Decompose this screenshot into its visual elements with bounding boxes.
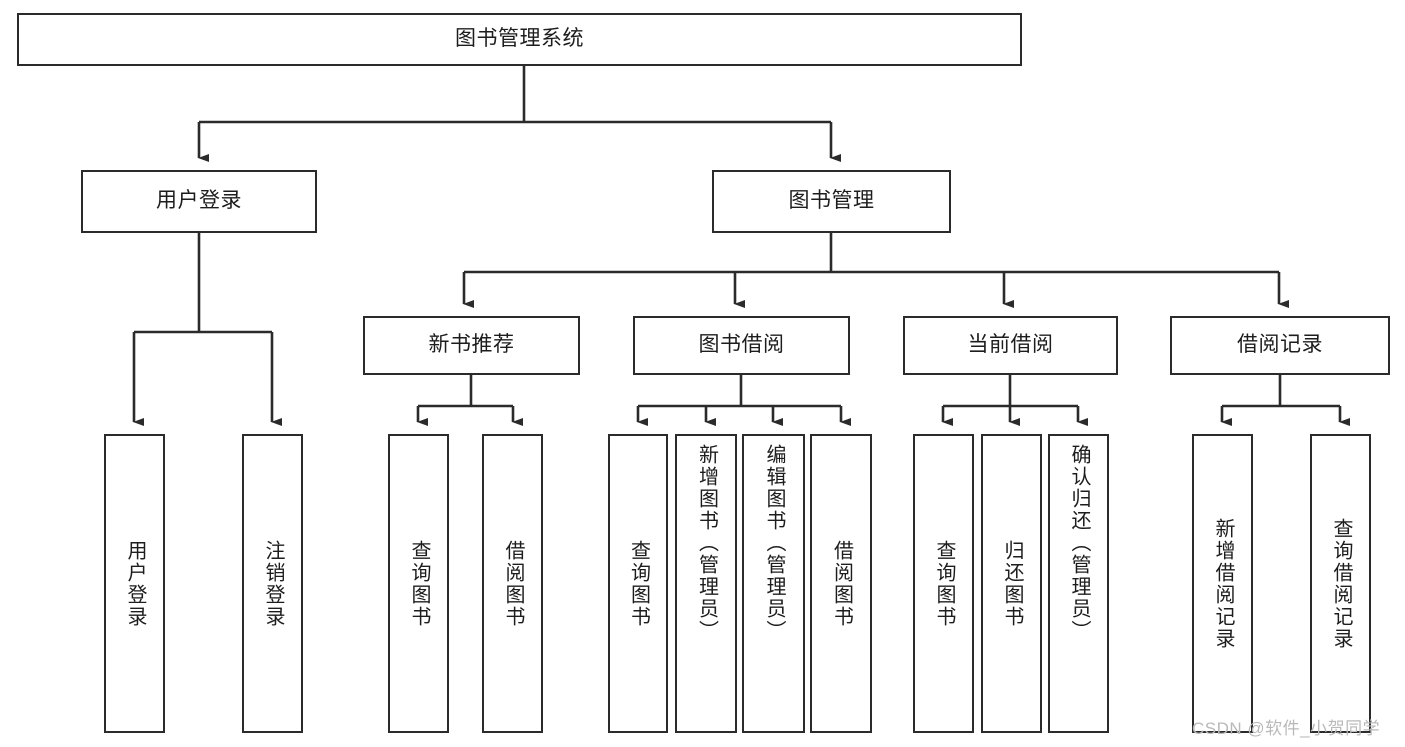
watermark: CSDN @软件_小贺同学	[1192, 719, 1381, 738]
node-new-book-recommend[interactable]: 新书推荐	[363, 316, 580, 375]
leaf-query-book-3[interactable]: 查询图书	[913, 434, 974, 733]
leaf-edit-book[interactable]: 编辑图书（管理员）	[742, 434, 805, 733]
node-new-book-recommend-label: 新书推荐	[428, 333, 515, 357]
leaf-confirm-return-label: 确认归还（管理员）	[1068, 444, 1090, 642]
node-book-borrow[interactable]: 图书借阅	[633, 316, 850, 375]
node-user-login-label: 用户登录	[156, 189, 242, 213]
node-book-manage[interactable]: 图书管理	[712, 170, 951, 233]
leaf-return-book[interactable]: 归还图书	[981, 434, 1042, 733]
leaf-logout[interactable]: 注销登录	[242, 434, 303, 733]
leaf-add-record[interactable]: 新增借阅记录	[1192, 434, 1253, 733]
leaf-query-book-3-label: 查询图书	[933, 539, 955, 628]
leaf-confirm-return[interactable]: 确认归还（管理员）	[1048, 434, 1109, 733]
node-borrow-record[interactable]: 借阅记录	[1170, 316, 1390, 375]
node-current-borrow-label: 当前借阅	[967, 333, 1054, 357]
leaf-return-book-label: 归还图书	[1001, 539, 1023, 628]
leaf-query-book-2[interactable]: 查询图书	[608, 434, 668, 733]
leaf-query-book-1[interactable]: 查询图书	[388, 434, 449, 733]
node-current-borrow[interactable]: 当前借阅	[903, 316, 1118, 375]
node-book-borrow-label: 图书借阅	[698, 333, 785, 357]
node-user-login[interactable]: 用户登录	[81, 170, 317, 233]
leaf-query-record-label: 查询借阅记录	[1330, 517, 1352, 650]
leaf-query-book-2-label: 查询图书	[627, 539, 650, 628]
leaf-add-book-label: 新增图书（管理员）	[695, 444, 718, 642]
leaf-user-login-label: 用户登录	[124, 539, 146, 628]
leaf-borrow-book-2-label: 借阅图书	[830, 539, 853, 628]
leaf-add-record-label: 新增借阅记录	[1212, 517, 1234, 650]
leaf-borrow-book-1[interactable]: 借阅图书	[482, 434, 543, 733]
node-borrow-record-label: 借阅记录	[1237, 333, 1323, 357]
leaf-user-login[interactable]: 用户登录	[104, 434, 165, 733]
leaf-query-record[interactable]: 查询借阅记录	[1310, 434, 1371, 733]
node-root-system[interactable]: 图书管理系统	[17, 13, 1022, 66]
leaf-borrow-book-2[interactable]: 借阅图书	[810, 434, 872, 733]
leaf-edit-book-label: 编辑图书（管理员）	[763, 444, 785, 642]
leaf-query-book-1-label: 查询图书	[408, 539, 430, 628]
leaf-add-book[interactable]: 新增图书（管理员）	[675, 434, 737, 733]
leaf-borrow-book-1-label: 借阅图书	[502, 539, 524, 628]
leaf-logout-label: 注销登录	[262, 539, 284, 628]
node-root-system-label: 图书管理系统	[455, 27, 584, 51]
node-book-manage-label: 图书管理	[788, 189, 875, 213]
